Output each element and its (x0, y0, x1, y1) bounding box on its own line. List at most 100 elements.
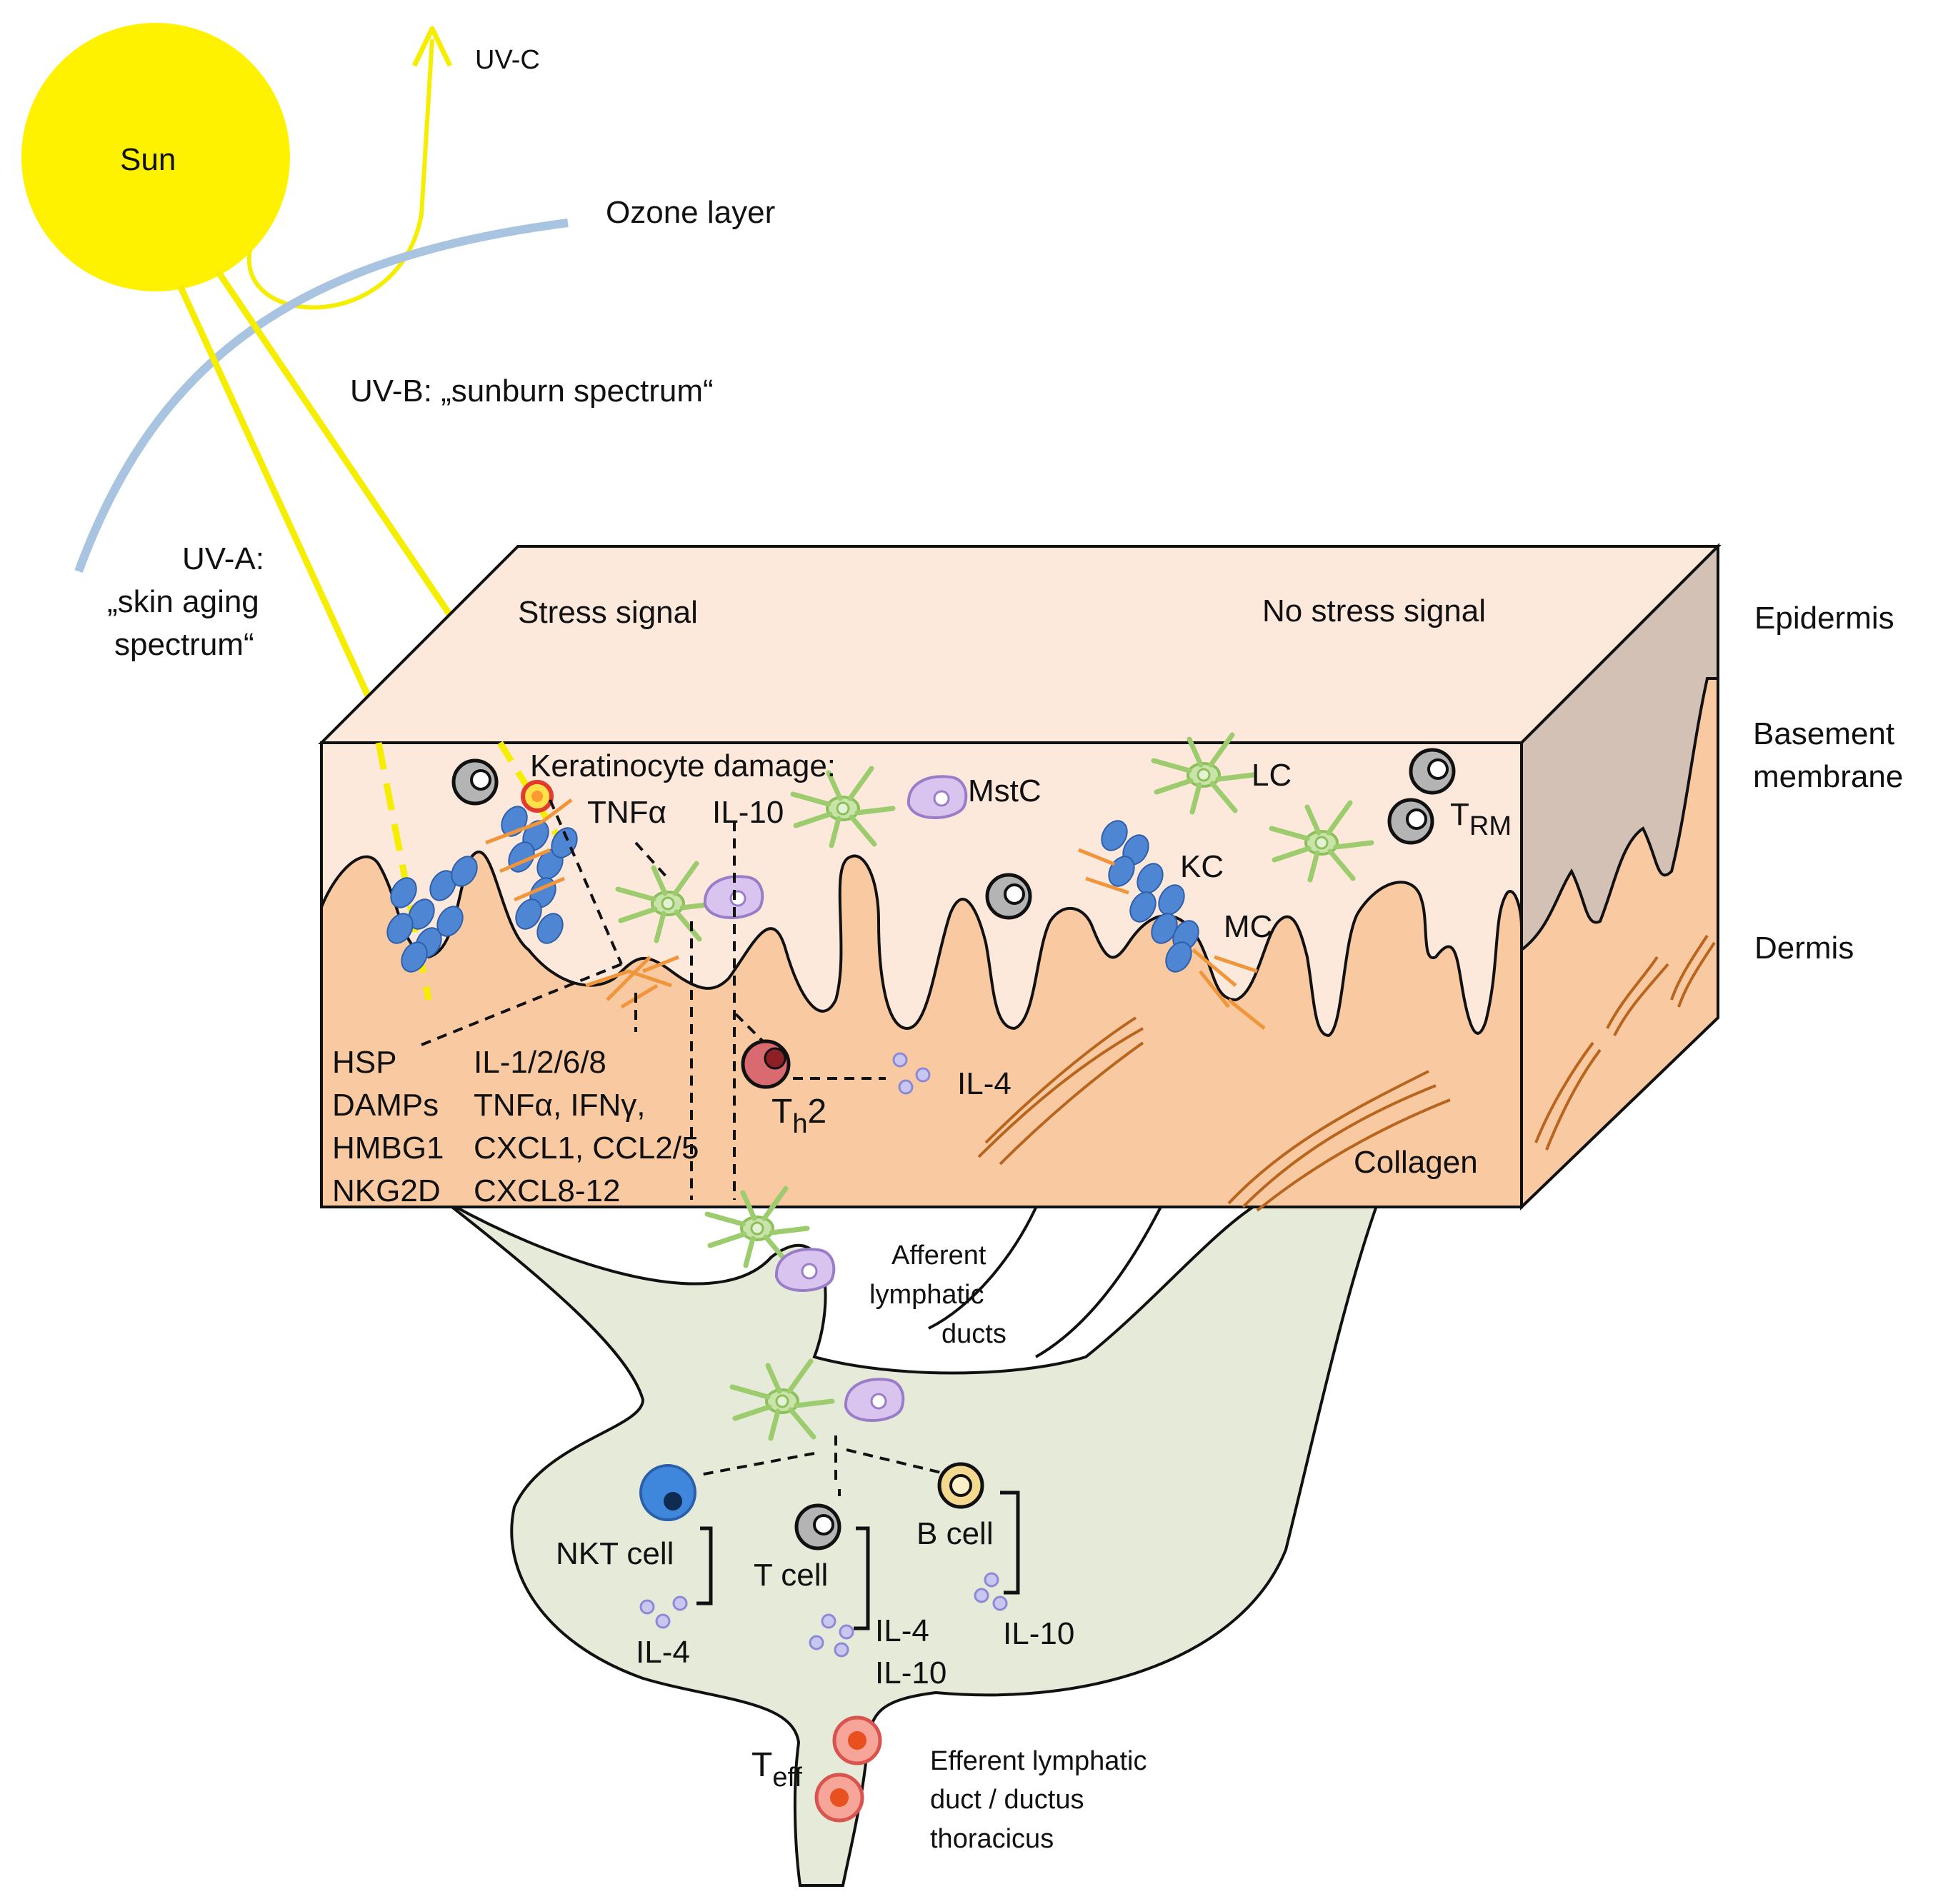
trm-cell-2 (1389, 800, 1432, 843)
t-cytokines-2 (839, 1624, 854, 1640)
kc-label: KC (1180, 849, 1224, 884)
mstc-cell-1 (906, 775, 968, 820)
mstc-cell-duct (774, 1248, 836, 1293)
hmgb1-label: HMBG1 (332, 1131, 444, 1166)
trm-label-T: T (1450, 797, 1469, 832)
sun-group: Sun (21, 23, 290, 291)
t-cell-label: T cell (754, 1558, 828, 1593)
il10-cytokines-b-3 (992, 1595, 1008, 1611)
il4-cytokines-dermis-2 (898, 1079, 914, 1095)
lymph-t-cell-icon (796, 1505, 839, 1548)
tnfa-label: TNFα (587, 795, 666, 830)
t-cytokines-4 (834, 1642, 849, 1658)
afferent-duct-right (928, 1199, 1041, 1330)
dermis-layer (320, 850, 1523, 1208)
uvc-label: UV-C (475, 45, 540, 75)
il10-cytokines-b-2 (974, 1588, 989, 1603)
basement-label-2: membrane (1753, 759, 1903, 794)
ozone-label: Ozone layer (606, 195, 775, 230)
efferent-label-2: duct / ductus (930, 1785, 1084, 1815)
afferent-label-2: lymphatic (869, 1280, 984, 1310)
teff-cell-1-icon (832, 1715, 882, 1765)
collagen-fibers (977, 934, 1716, 1212)
mc-label: MC (1224, 909, 1272, 944)
teff-label-sub: eff (772, 1763, 802, 1793)
nkt-cell-icon (639, 1464, 696, 1521)
trm-cell-1 (1411, 750, 1454, 793)
il4-t-label: IL-4 (875, 1613, 929, 1648)
il4-cytokines-dermis-1 (892, 1052, 908, 1068)
th2-label-T: T (771, 1093, 792, 1131)
il10-label: IL-10 (712, 795, 784, 830)
lymph-node (441, 1198, 1381, 1887)
t-cytokines-1 (821, 1613, 836, 1629)
lc-label: LC (1252, 758, 1292, 793)
nkt-cell-label: NKT cell (556, 1536, 674, 1571)
trm-label: TRM (1450, 797, 1512, 841)
il10-t-label: IL-10 (875, 1655, 946, 1690)
sun-label: Sun (120, 142, 176, 177)
th2-label: Th2 (771, 1093, 826, 1139)
ozone-layer (74, 219, 569, 573)
damps-label: DAMPs (332, 1088, 439, 1123)
t-bracket (854, 1526, 870, 1630)
th2-label-sub: h (792, 1109, 807, 1139)
basement-label-1: Basement (1753, 716, 1894, 751)
efferent-label-3: thoracicus (930, 1824, 1054, 1854)
afferent-label-1: Afferent (891, 1241, 987, 1271)
teff-label: Teff (751, 1746, 802, 1793)
b-cell-icon (937, 1462, 984, 1509)
th2-cell-icon (741, 1039, 791, 1089)
sun-icon (21, 23, 290, 291)
teff-label-T: T (751, 1746, 772, 1784)
uva-label-3: spectrum“ (114, 627, 254, 662)
block-top-face (318, 545, 1722, 744)
keratinocyte-damage-label: Keratinocyte damage: (530, 748, 836, 783)
cytokines-label-1: IL-1/2/6/8 (474, 1045, 606, 1080)
melanocyte-left (485, 798, 573, 902)
efferent-label-1: Efferent lymphatic (930, 1746, 1147, 1776)
afferent-duct-mid (1035, 1199, 1166, 1358)
mstc-cell-node (844, 1378, 905, 1423)
no-stress-signal-label: No stress signal (1262, 593, 1486, 628)
teff-cell-2-icon (814, 1773, 864, 1823)
il4-cytokines-nkt-1 (639, 1599, 655, 1615)
il4-dermis-label: IL-4 (957, 1066, 1012, 1101)
t-cell-epidermis-1 (454, 761, 496, 803)
melanocyte-dermal (585, 955, 679, 1009)
il4-cytokines-nkt-3 (672, 1595, 688, 1611)
il4-cytokines-nkt-2 (655, 1613, 671, 1629)
il10-b-label: IL-10 (1003, 1616, 1074, 1651)
nkg2d-label: NKG2D (332, 1173, 441, 1208)
uvc-ray (246, 39, 434, 310)
th2-label-2: 2 (807, 1093, 826, 1131)
cytokines-label-4: CXCL8-12 (474, 1173, 620, 1208)
collagen-label: Collagen (1354, 1145, 1478, 1180)
uvb-label: UV-B: „sunburn spectrum“ (350, 374, 714, 409)
uva-label-2: „skin aging (107, 584, 259, 619)
b-cell-label: B cell (916, 1516, 994, 1551)
uva-label-1: UV-A: (182, 541, 264, 576)
trm-label-sub: RM (1469, 811, 1512, 841)
melanocyte-right (1078, 848, 1266, 1030)
il4-cytokines-dermis-3 (915, 1067, 931, 1083)
dermis-label: Dermis (1754, 931, 1854, 966)
il10-cytokines-b-1 (984, 1572, 999, 1588)
lymph-system (441, 1198, 1381, 1887)
skin-block (318, 543, 1722, 1211)
mstc-label: MstC (968, 773, 1042, 808)
uvc-arrowhead-icon (411, 26, 453, 67)
il4-nkt-label: IL-4 (636, 1635, 690, 1670)
signal-lines (417, 799, 951, 1496)
b-bracket (1000, 1490, 1020, 1595)
nkt-bracket (696, 1526, 713, 1605)
cytokines-label-3: CXCL1, CCL2/5 (474, 1131, 699, 1166)
t-cytokines-3 (809, 1635, 824, 1650)
cytokines-label-2: TNFα, IFNγ, (474, 1088, 646, 1123)
stress-signal-label: Stress signal (518, 595, 698, 630)
t-cell-epidermis-2 (987, 875, 1030, 918)
damage-star-icon (521, 780, 554, 813)
hsp-label: HSP (332, 1045, 396, 1080)
afferent-label-3: ducts (941, 1319, 1007, 1349)
